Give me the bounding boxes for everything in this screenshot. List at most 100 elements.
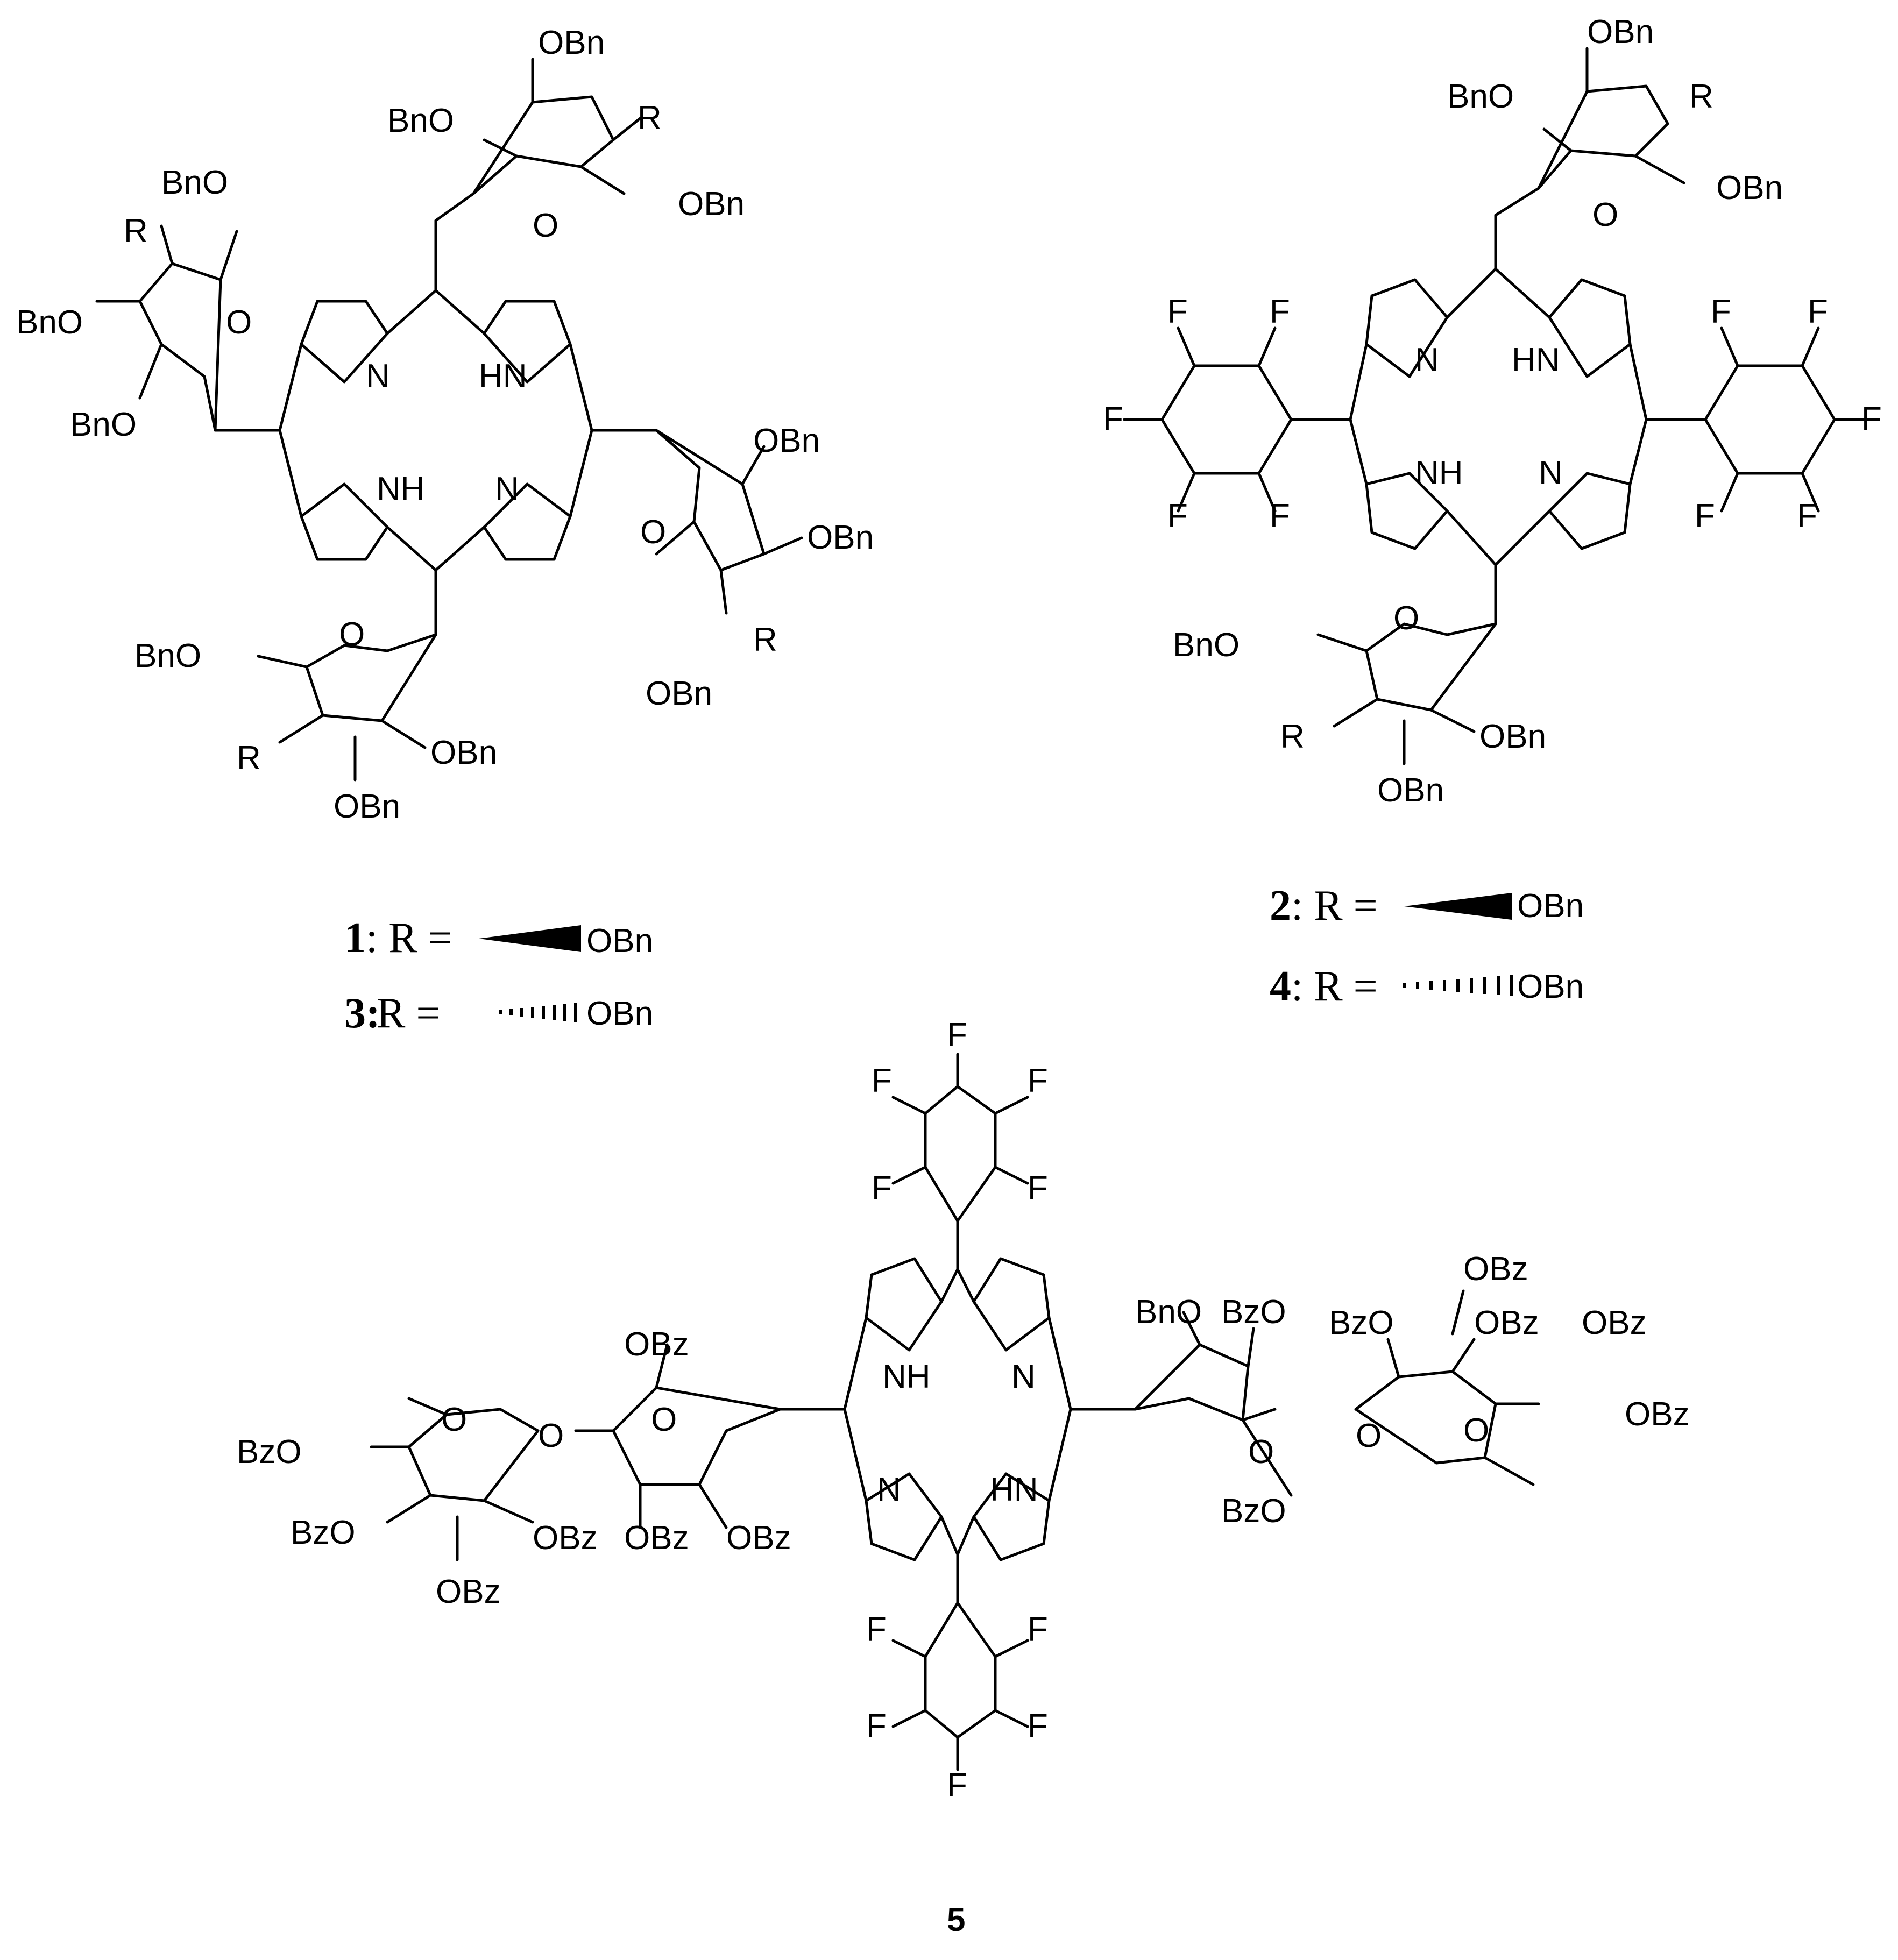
atom-label: O — [441, 1401, 467, 1438]
atom-label: OBz — [1582, 1304, 1647, 1341]
atom-label: R — [1689, 78, 1713, 115]
atom-label: BzO — [291, 1514, 356, 1551]
bottom-pyranose-2 — [1316, 622, 1497, 765]
atom-label: F — [947, 1767, 967, 1804]
group-label: OBn — [586, 995, 653, 1032]
atom-label: N — [1539, 455, 1563, 492]
atom-label: O — [1248, 1433, 1274, 1471]
atom-label: O — [1592, 196, 1618, 233]
atom-label: O — [538, 1417, 564, 1454]
caption-text: : R = — [1291, 963, 1378, 1010]
atom-label: F — [1103, 401, 1123, 438]
caption-text: R = — [377, 990, 440, 1037]
atom-label: O — [1356, 1417, 1382, 1454]
atom-label: O — [1463, 1412, 1489, 1449]
atom-label: F — [1028, 1062, 1048, 1099]
atom-label: OBz — [624, 1326, 689, 1363]
atom-label: F — [1270, 293, 1290, 330]
porphyrin-core-2 — [1290, 214, 1707, 626]
right-pentafluorophenyl-2 — [1704, 326, 1868, 513]
atom-label: F — [1028, 1611, 1048, 1648]
caption-compound-3: 3: R = OBn — [344, 990, 653, 1037]
atom-label: BzO — [1221, 1493, 1286, 1530]
atom-label: F — [1167, 498, 1188, 535]
atom-label: F — [1028, 1170, 1048, 1207]
atom-label: O — [226, 304, 252, 341]
wedge-bond-symbol — [1404, 893, 1512, 920]
atom-label: N — [1415, 342, 1439, 379]
caption-text: : R = — [1291, 882, 1378, 929]
atom-label: R — [124, 212, 148, 250]
atom-label: OBn — [538, 24, 605, 61]
atom-label: OBn — [753, 422, 820, 459]
atom-label: OBn — [1377, 772, 1444, 809]
atom-label: OBz — [436, 1573, 501, 1610]
top-pentafluorophenyl-5 — [891, 1053, 1029, 1271]
wedge-bond-symbol — [479, 925, 581, 952]
atom-label: OBn — [646, 675, 712, 712]
bottom-pentafluorophenyl-5 — [891, 1601, 1029, 1771]
caption-text: : R = — [366, 914, 452, 962]
atom-label: BnO — [134, 637, 201, 674]
atom-label: O — [339, 616, 365, 653]
left-pentafluorophenyl-2 — [1123, 326, 1293, 513]
atom-label: F — [1797, 498, 1817, 535]
group-label: OBn — [1517, 968, 1584, 1005]
atom-label: R — [638, 100, 662, 137]
atom-label: OBn — [1479, 718, 1546, 755]
atom-label: HN — [1512, 342, 1560, 379]
atom-label: R — [1280, 718, 1305, 755]
atom-label: BzO — [1329, 1304, 1394, 1341]
left-pyranose-1 — [95, 224, 238, 432]
hashed-bond-symbol — [499, 1003, 577, 1022]
atom-label: BnO — [161, 164, 228, 201]
atom-label: OBn — [807, 519, 874, 556]
atom-label: O — [533, 207, 558, 244]
atom-label: F — [1808, 293, 1828, 330]
atom-label: OBn — [678, 186, 745, 223]
atom-label: F — [1270, 498, 1290, 535]
atom-label: OBz — [726, 1519, 791, 1557]
atom-label: BnO — [16, 304, 83, 341]
atom-label: F — [947, 1017, 967, 1054]
atom-label: R — [237, 740, 261, 777]
right-pyranose-1 — [655, 429, 803, 615]
atom-label: BnO — [70, 406, 137, 443]
atom-label: N — [1011, 1358, 1036, 1395]
atom-label: O — [1393, 600, 1419, 637]
caption-compound-2: 2 : R = OBn — [1270, 882, 1584, 929]
atom-label: F — [1167, 293, 1188, 330]
atom-label: F — [1695, 498, 1715, 535]
atom-label: BnO — [1135, 1294, 1202, 1331]
atom-label: F — [866, 1708, 887, 1745]
atom-label: F — [1711, 293, 1731, 330]
compound-number: 1 — [344, 914, 366, 962]
compound-number: 3: — [344, 990, 380, 1037]
atom-label: OBn — [1587, 13, 1654, 51]
atom-label: NH — [882, 1358, 931, 1395]
atom-label: BnO — [387, 102, 454, 139]
top-pyranose-1 — [434, 58, 642, 222]
atom-label: N — [495, 471, 519, 508]
atom-label: NH — [1415, 455, 1463, 492]
compound-1-3-structure: OBn BnO R OBn BnO R BnO O BnO O N HN NH … — [16, 24, 874, 825]
atom-label: R — [753, 621, 777, 658]
atom-label: F — [1028, 1708, 1048, 1745]
atom-label: F — [872, 1170, 892, 1207]
atom-label: OBn — [334, 788, 400, 825]
atom-label: BnO — [1173, 627, 1240, 664]
compound-number: 4 — [1270, 963, 1291, 1010]
atom-label: BzO — [1221, 1294, 1286, 1331]
compound-number: 2 — [1270, 882, 1291, 929]
atom-label: OBz — [1625, 1396, 1690, 1433]
atom-label: F — [866, 1611, 887, 1648]
compound-number-5: 5 — [947, 1901, 965, 1938]
group-label: OBn — [1517, 887, 1584, 925]
atom-label: F — [1861, 401, 1882, 438]
atom-label: OBz — [533, 1519, 598, 1557]
atom-label: O — [640, 514, 666, 551]
compound-2-4-structure: OBn BnO R OBn O F F F F F N HN F F F F F… — [1103, 13, 1882, 809]
atom-label: OBn — [430, 734, 497, 771]
porphyrin-core-5 — [778, 1257, 1137, 1604]
caption-compound-1: 1 : R = OBn — [344, 914, 653, 962]
